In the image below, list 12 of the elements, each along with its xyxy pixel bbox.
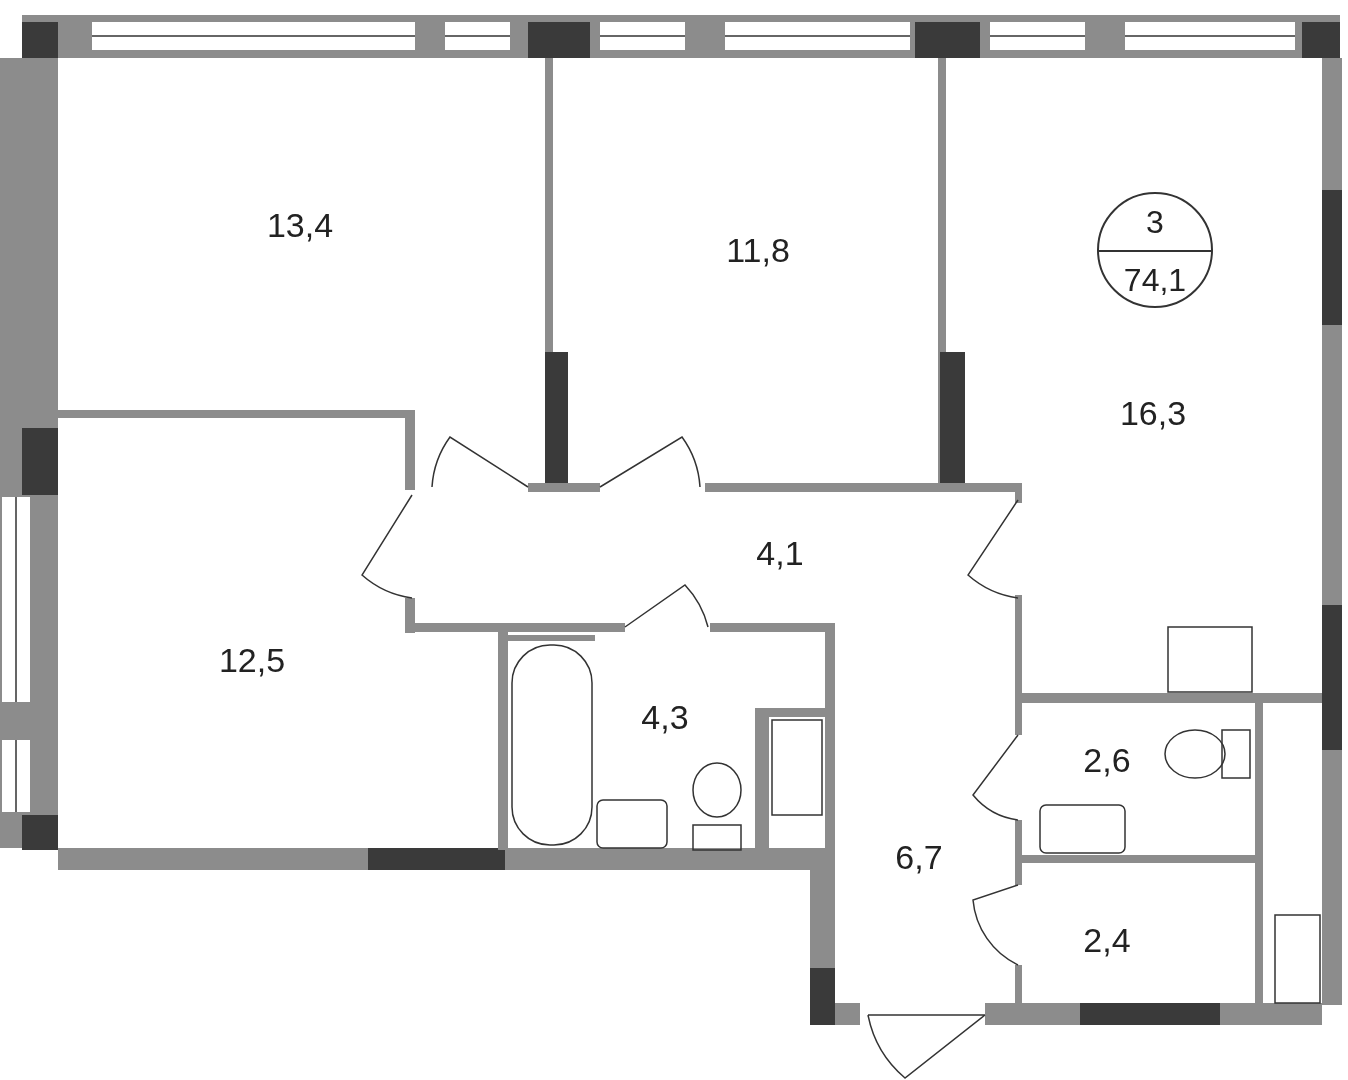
room-area-label: 13,4	[266, 208, 334, 242]
apartment-badge	[1097, 192, 1213, 308]
room-count-label: 3	[1145, 206, 1165, 238]
room-area-label: 12,5	[218, 643, 286, 677]
room-area-label: 2,4	[1083, 923, 1131, 957]
room-area-label: 4,3	[641, 700, 689, 734]
room-area-label: 16,3	[1119, 396, 1187, 430]
room-area-label: 4,1	[756, 536, 804, 570]
room-area-label: 2,6	[1083, 743, 1131, 777]
room-area-label: 11,8	[726, 233, 790, 267]
room-area-label: 6,7	[895, 840, 943, 874]
total-area-label: 74,1	[1122, 264, 1188, 296]
